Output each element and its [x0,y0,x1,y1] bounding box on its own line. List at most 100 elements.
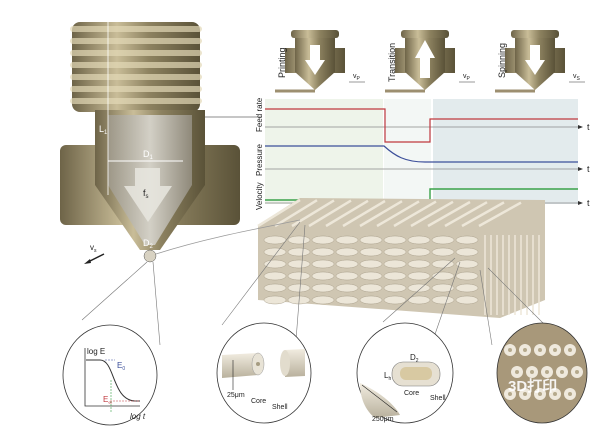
filament-end [383,259,407,269]
row-label: Pressure [255,143,264,176]
feed-rate-trace [265,108,578,143]
filament-end [335,283,359,293]
row-label: Velocity [255,182,264,210]
x-axis-label: log t [130,412,146,421]
label-fs: fs [143,188,149,200]
label-core: Core [404,390,419,397]
filament-end [335,295,359,305]
filament-end [311,283,335,293]
filament-end [263,235,287,245]
pressure-trace [265,145,578,163]
thread-ridge [70,26,202,32]
filament-end [431,271,455,281]
mode-label: Spinning [497,43,507,78]
row-label: Feed rate [255,97,264,132]
main-nozzle: L1 D1 fs D2 L2 vs [60,20,262,264]
filament-end [359,271,383,281]
axis-arrow-icon [578,125,583,129]
filament-end [359,259,383,269]
mode-velocity: vP [353,73,361,82]
filament-end [263,271,287,281]
filament-end [359,295,383,305]
label-shell: Shell [272,404,288,411]
filament-end [383,295,407,305]
filament-end [287,235,311,245]
thread-ridge [70,38,202,44]
filament-end [335,235,359,245]
filament-end [455,271,479,281]
label-L1: L1 [99,124,108,136]
arrow-down-icon [305,45,325,75]
filament-end [431,283,455,293]
filament-end [383,283,407,293]
label-Einf: E∞ [103,395,112,406]
phase-printing [265,99,383,204]
mode-spinning: Spinning vS [495,30,585,93]
filament-end [407,259,431,269]
time-label: t [587,122,590,132]
label-250um: 250μm [372,416,394,423]
y-axis-label: log E [87,347,105,356]
filament-end [311,259,335,269]
label-D2: D2 [143,238,154,250]
filament-end [407,235,431,245]
time-label: t [587,164,590,174]
arrow-up-icon [415,40,435,78]
label-25um: 25μm [227,392,245,399]
phase-spinning [433,99,578,204]
filament-end [383,235,407,245]
filament-end [407,247,431,257]
thread-ridge [70,62,202,68]
printed-scaffold [155,198,545,318]
filament-end [311,295,335,305]
filament-end [359,235,383,245]
label-vs: vs [90,243,97,254]
axis-arrow-icon [578,167,583,171]
filament-end [431,295,455,305]
nozzle-threads [70,22,202,112]
axis-arrow-icon [578,201,583,205]
thread-ridge [70,74,202,80]
filament-end [383,247,407,257]
thread-ridge [70,50,202,56]
label-Lh: Lh [384,371,391,382]
filament-end [287,247,311,257]
filament-end [287,259,311,269]
mode-label: Printing [277,47,287,78]
time-label: t [587,198,590,208]
filament-end [455,259,479,269]
filament-end [359,283,383,293]
filament-end [455,283,479,293]
filament-end [335,247,359,257]
label-D2: D2 [410,353,419,364]
label-core: Core [251,398,266,405]
plot-axes [84,348,140,407]
mode-label: Transition [387,43,397,82]
filament-end [359,247,383,257]
filament-end [311,235,335,245]
filament-end [407,283,431,293]
relaxation-curve [86,359,140,402]
label-E0: E0 [117,361,125,372]
phase-transition [384,99,431,204]
filament-end [263,247,287,257]
mode-velocity: vS [573,73,581,82]
filament-end [335,271,359,281]
filament-end [407,271,431,281]
filament-end [455,235,479,245]
filament-end [335,259,359,269]
filament-end [455,295,479,305]
label-D1: D1 [143,149,154,161]
mode-printing: Printing vP [275,30,365,93]
filament-end [287,283,311,293]
inset-modulus-plot: log E log t E0 E∞ [62,324,158,426]
filament-end [431,235,455,245]
inset-fiber-bundle: 3D打印 [496,322,588,424]
watermark: 3D打印 [508,377,557,395]
arrow-down-icon [525,45,545,75]
